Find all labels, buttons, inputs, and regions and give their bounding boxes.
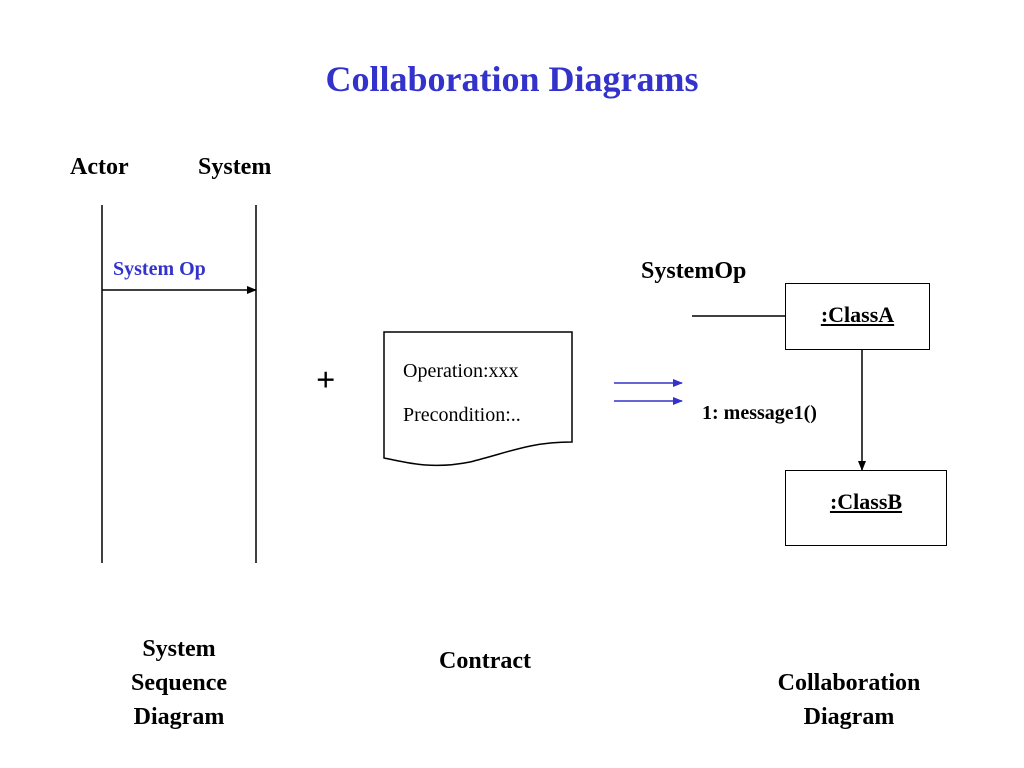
classb-object-box: :ClassB: [785, 470, 947, 546]
sequence-diagram-caption: System Sequence Diagram: [89, 632, 269, 734]
classb-label: :ClassB: [829, 489, 903, 514]
collaboration-diagram-caption: Collaboration Diagram: [754, 666, 944, 734]
systemop-entry-label: SystemOp: [641, 258, 747, 284]
actor-label: Actor: [70, 154, 129, 180]
classa-object-box: :ClassA: [785, 283, 930, 350]
caption-line: Sequence: [131, 670, 227, 696]
message1-label: 1: message1(): [702, 402, 817, 424]
page-title: Collaboration Diagrams: [325, 59, 699, 99]
caption-line: Collaboration: [777, 670, 921, 696]
caption-line: Diagram: [133, 704, 225, 730]
caption-line: System: [142, 636, 216, 662]
contract-operation-text: Operation:xxx: [403, 360, 519, 382]
contract-caption: Contract: [439, 648, 531, 674]
system-label: System: [198, 154, 272, 180]
caption-line: Diagram: [803, 704, 895, 730]
contract-document-shape: [383, 331, 573, 467]
plus-sign: +: [316, 362, 336, 399]
classa-label: :ClassA: [820, 302, 895, 327]
system-op-message-label: System Op: [113, 258, 206, 280]
contract-precondition-text: Precondition:..: [403, 404, 521, 426]
